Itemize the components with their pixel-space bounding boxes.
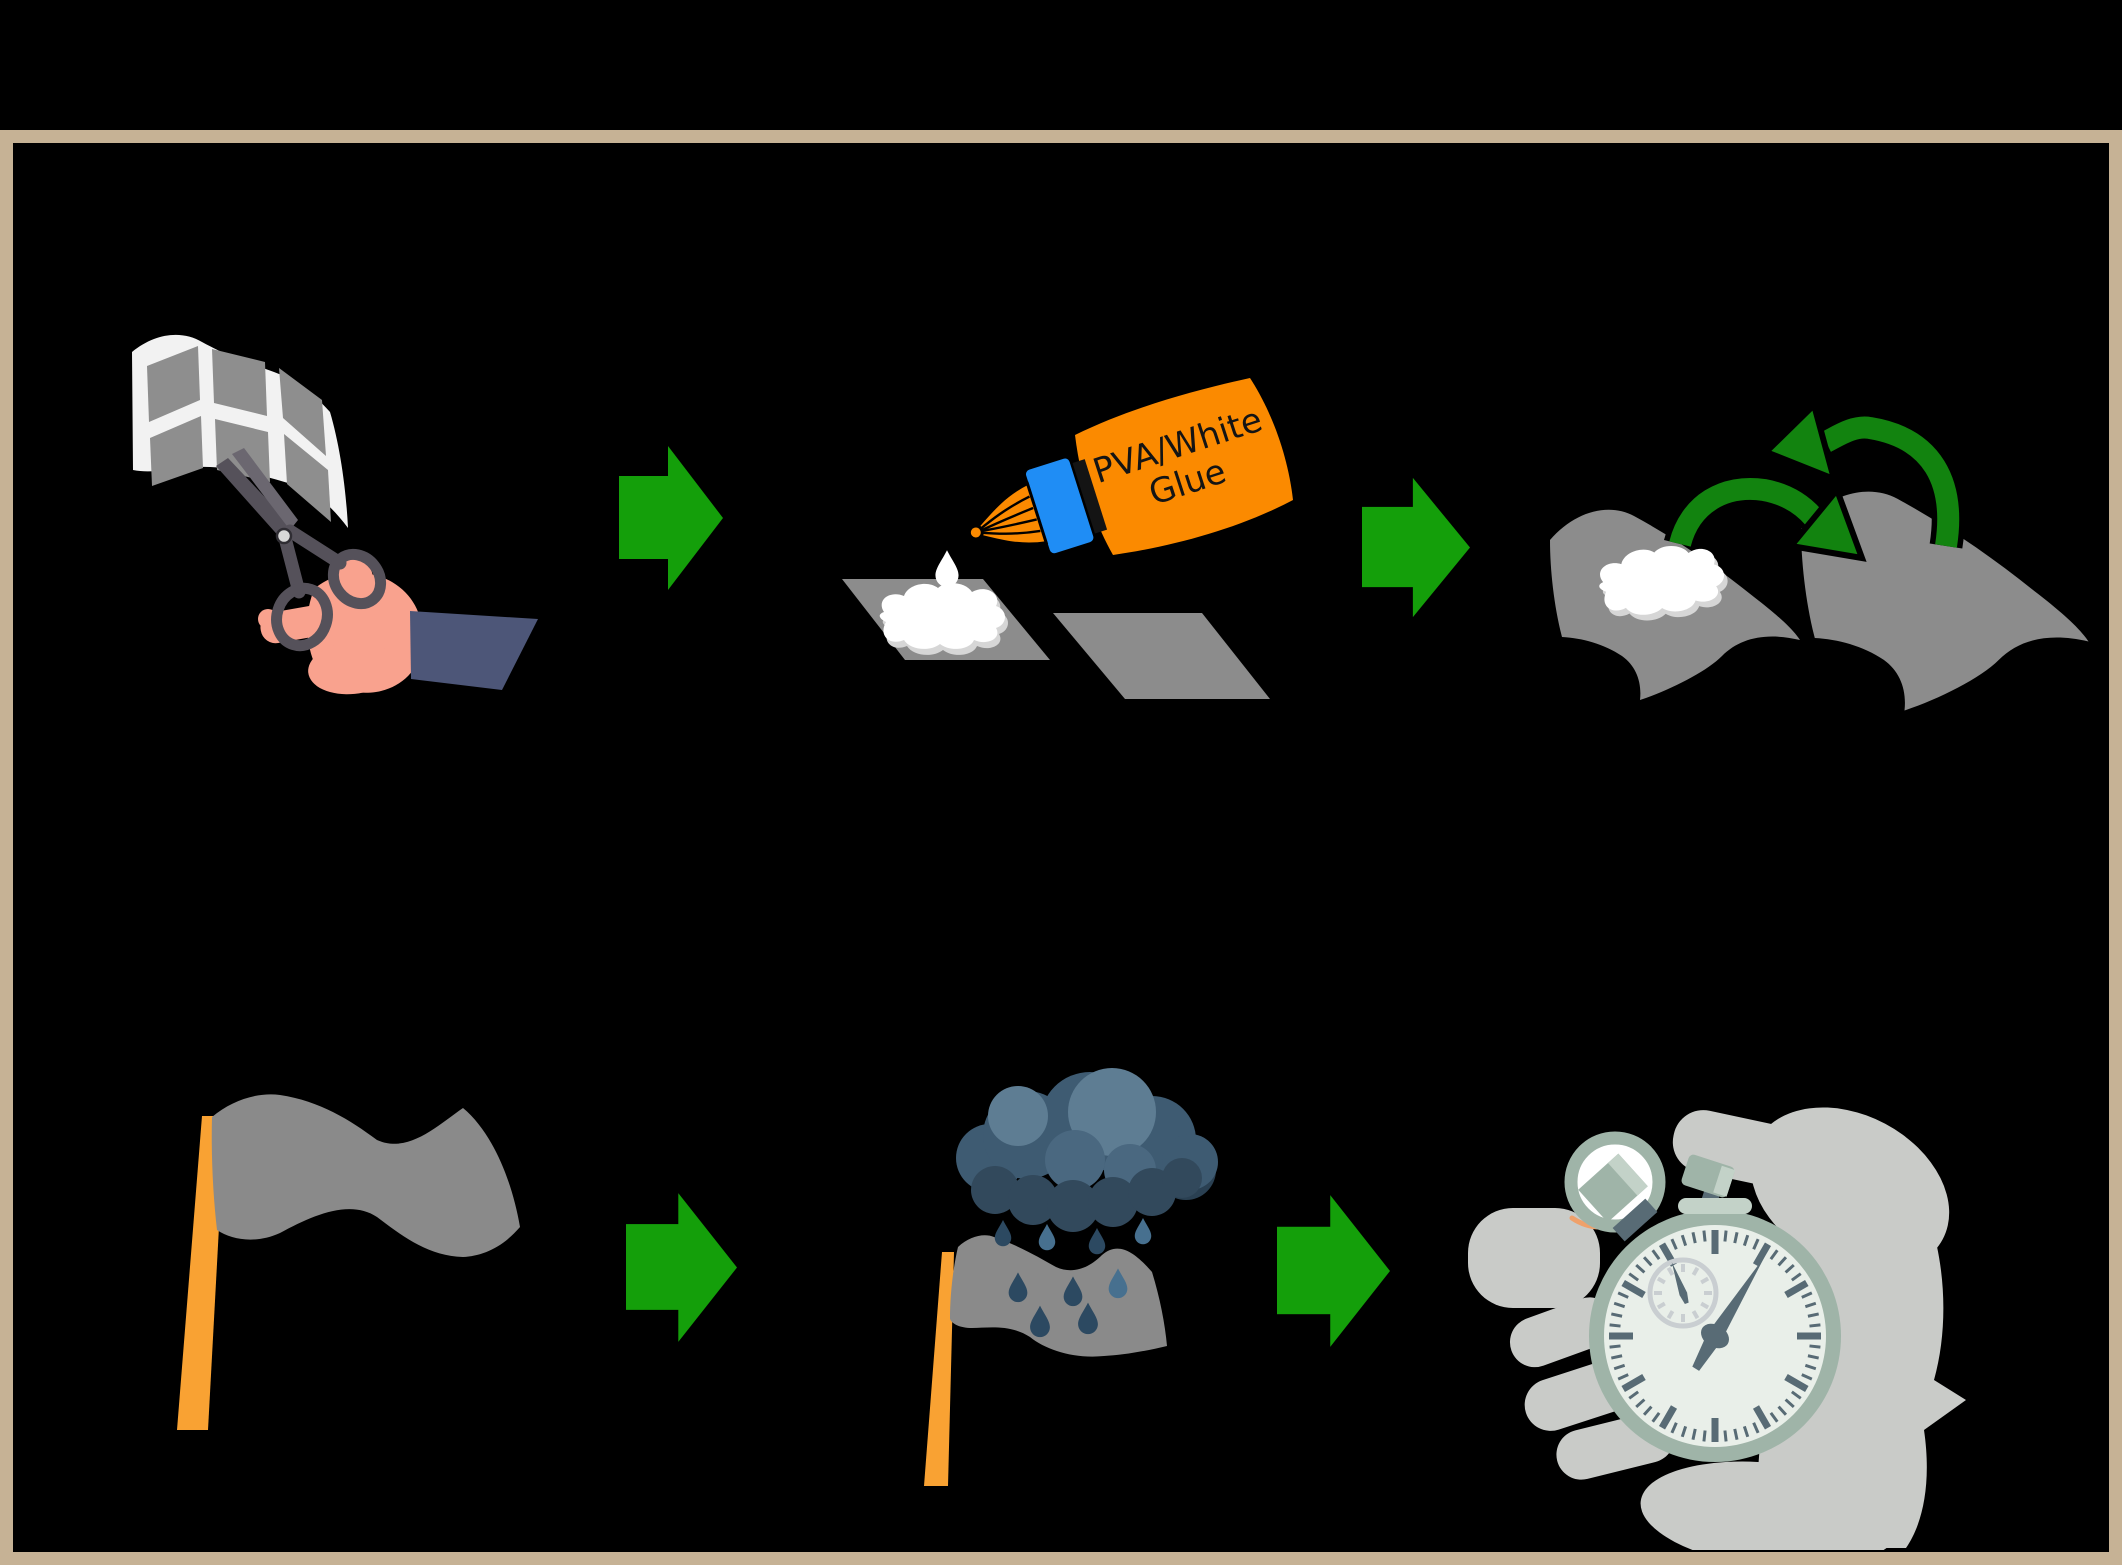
stopwatch-subdial bbox=[1647, 1257, 1719, 1329]
scissors-icon bbox=[216, 448, 298, 540]
arrow-right-icon bbox=[626, 1193, 737, 1342]
glue-drop bbox=[935, 550, 959, 587]
flag-pole bbox=[177, 1116, 225, 1430]
subdial-ticks bbox=[1654, 1264, 1712, 1322]
scissors-cutting-grid-paper-icon bbox=[132, 334, 538, 695]
fold-arrow-icon bbox=[1760, 399, 1965, 549]
stopwatch-hub bbox=[1701, 1323, 1729, 1349]
rain-cloud-over-flag-icon bbox=[924, 1068, 1218, 1486]
rain-cloud-icon bbox=[956, 1068, 1218, 1232]
hand-holding-stopwatch-icon bbox=[1468, 1107, 1966, 1550]
flag-cloth bbox=[950, 1235, 1167, 1357]
arrow-right-icon bbox=[1277, 1195, 1390, 1347]
glue-bottle: PVA/White Glue bbox=[967, 378, 1293, 556]
stopwatch-icon bbox=[1589, 1198, 1841, 1462]
arrow-right-icon bbox=[619, 446, 723, 590]
shirt-sleeve bbox=[410, 611, 538, 690]
scissors-handles bbox=[271, 524, 387, 652]
flag-pole bbox=[924, 1252, 954, 1486]
flag-on-pole-icon bbox=[177, 1094, 520, 1430]
gray-hand bbox=[1468, 1107, 1966, 1550]
fold-glued-papers-icon bbox=[1550, 399, 2089, 711]
grid-paper bbox=[132, 334, 348, 528]
pva-glue-bottle-icon: PVA/White Glue bbox=[842, 378, 1293, 699]
paper-square bbox=[1053, 613, 1270, 699]
dial-major-ticks bbox=[1609, 1230, 1821, 1442]
flag-cloth bbox=[211, 1094, 520, 1257]
dial-minor-ticks bbox=[1609, 1230, 1821, 1442]
fold-arrow-icon bbox=[1663, 472, 1867, 562]
stopwatch-ring-holder bbox=[1564, 1131, 1666, 1242]
arrow-right-icon bbox=[1362, 477, 1470, 618]
